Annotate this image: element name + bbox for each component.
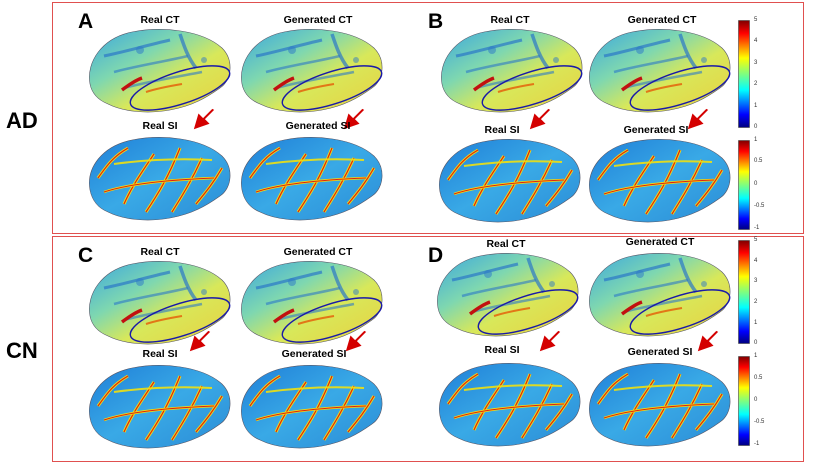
tick-label: 0 (754, 124, 758, 130)
brain-generated-si (236, 134, 386, 226)
caption-generated-ct: Generated CT (283, 14, 353, 26)
tick-label: 0 (754, 181, 758, 187)
brain-generated-si (236, 362, 386, 454)
tick-label: 1 (754, 103, 758, 109)
red-arrow-icon (694, 330, 722, 354)
row-label-cn: CN (6, 338, 38, 363)
tick-label: 0 (754, 340, 758, 346)
tick-label: 1 (754, 137, 758, 143)
panel-letter: D (428, 244, 444, 267)
caption-real-si: Real SI (142, 348, 178, 360)
tick-label: 1 (754, 353, 758, 359)
tick-label: 4 (754, 258, 758, 264)
red-arrow-icon (526, 108, 554, 132)
tick-label: 3 (754, 278, 758, 284)
tick-label: 1 (754, 320, 758, 326)
cn-frame (52, 236, 804, 462)
row-label-ad: AD (6, 108, 38, 133)
caption-generated-si: Generated SI (623, 124, 689, 136)
roi-ellipse (629, 289, 731, 335)
caption-real-si: Real SI (484, 124, 520, 136)
roi-ellipse (629, 65, 731, 111)
colorbar-ct-cn (738, 240, 750, 344)
caption-real-ct: Real CT (140, 246, 180, 258)
tick-label: 0 (754, 397, 758, 403)
roi-ellipse (281, 65, 383, 111)
caption-generated-si: Generated SI (285, 120, 351, 132)
caption-real-ct: Real CT (486, 238, 526, 250)
red-arrow-icon (536, 330, 564, 354)
panel-letter: B (428, 10, 444, 33)
caption-generated-ct: Generated CT (283, 246, 353, 258)
brain-real-si (434, 136, 584, 228)
tick-label: 5 (754, 17, 758, 23)
colorbar-si-ad (738, 140, 750, 230)
tick-label: 0.5 (754, 158, 763, 164)
caption-generated-ct: Generated CT (627, 14, 697, 26)
red-arrow-icon (190, 108, 218, 132)
panel-letter: A (78, 10, 94, 33)
roi-ellipse (129, 65, 231, 111)
tick-label: 0.5 (754, 375, 763, 381)
ad-frame (52, 2, 804, 234)
tick-label: 5 (754, 237, 758, 243)
tick-label: 4 (754, 38, 758, 44)
tick-label: 2 (754, 81, 758, 87)
roi-ellipse (477, 289, 579, 335)
caption-generated-si: Generated SI (627, 346, 693, 358)
colorbar-si-cn (738, 356, 750, 446)
colorbar-ct-ad (738, 20, 750, 128)
brain-real-si (84, 362, 234, 454)
tick-label: -1 (754, 441, 760, 447)
panel-letter: C (78, 244, 94, 267)
brain-generated-si (584, 360, 734, 452)
caption-generated-si: Generated SI (281, 348, 347, 360)
tick-label: -0.5 (754, 203, 765, 209)
brain-real-si (434, 360, 584, 452)
brain-real-si (84, 134, 234, 226)
roi-ellipse (281, 297, 383, 343)
tick-label: -1 (754, 225, 760, 231)
caption-real-si: Real SI (142, 120, 178, 132)
tick-label: 2 (754, 299, 758, 305)
red-arrow-icon (186, 330, 214, 354)
roi-ellipse (481, 65, 583, 111)
tick-label: 3 (754, 60, 758, 66)
tick-label: -0.5 (754, 419, 765, 425)
caption-real-si: Real SI (484, 344, 520, 356)
brain-generated-si (584, 136, 734, 228)
caption-real-ct: Real CT (140, 14, 180, 26)
caption-real-ct: Real CT (490, 14, 530, 26)
caption-generated-ct: Generated CT (625, 236, 695, 248)
roi-ellipse (129, 297, 231, 343)
